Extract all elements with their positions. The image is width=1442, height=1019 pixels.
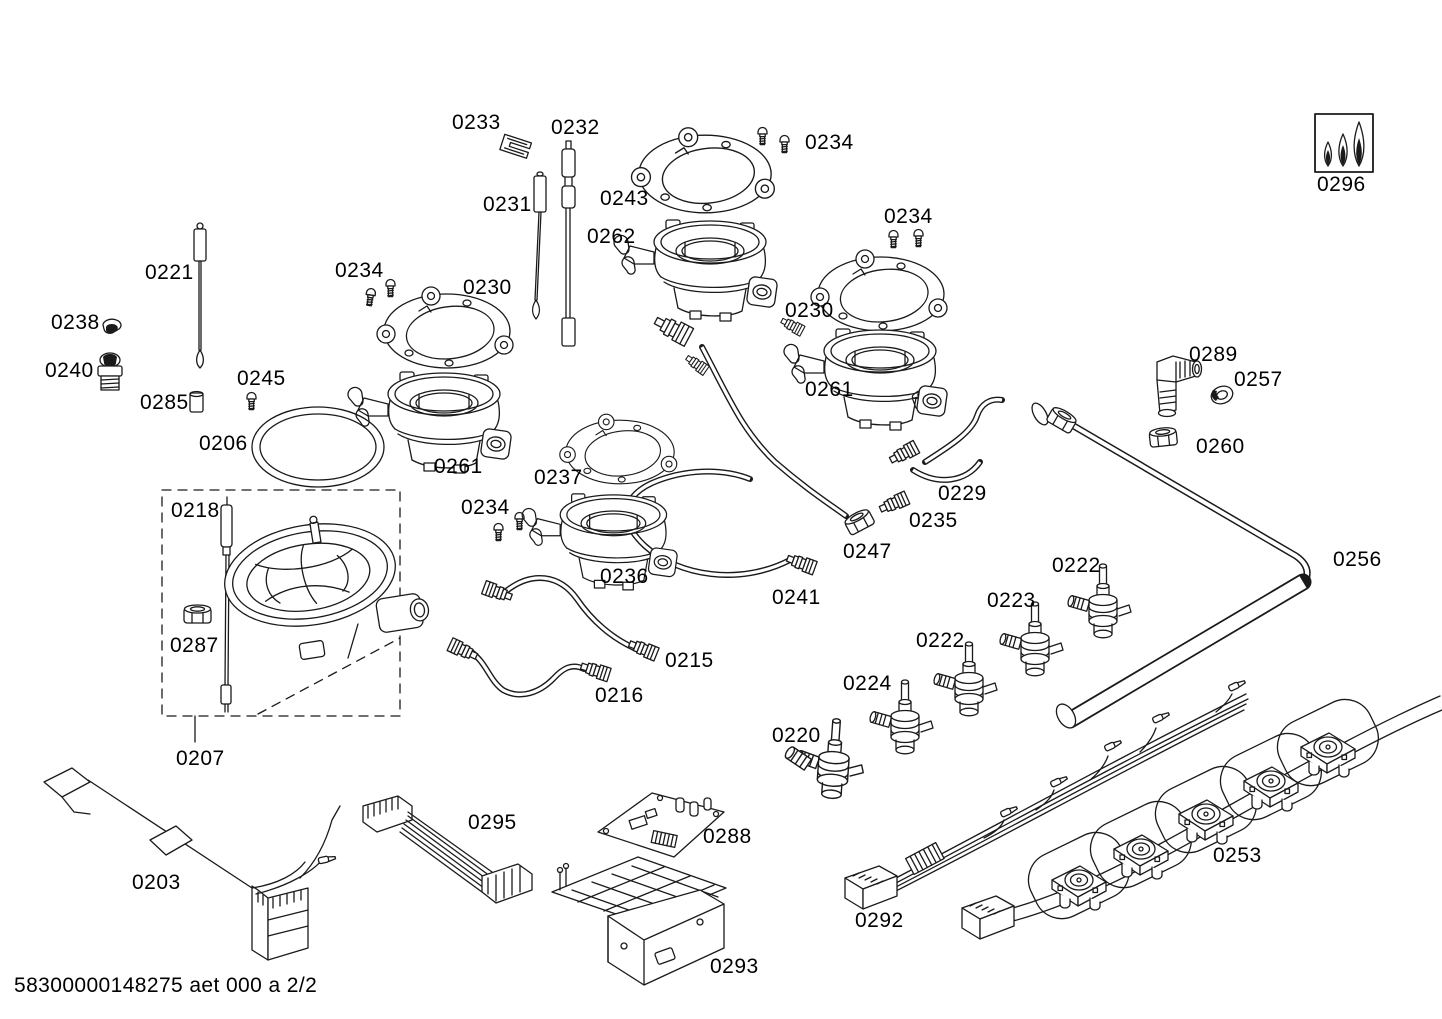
part-label-0233-0: 0233: [452, 111, 501, 134]
part-label-0207-39: 0207: [176, 747, 225, 770]
gas-pipes: [446, 314, 1312, 729]
part-label-0262-5: 0262: [587, 225, 636, 248]
part-label-0237-22: 0237: [534, 466, 583, 489]
service-kit-box-0207: [161, 489, 430, 743]
harness-0203: [43, 767, 341, 961]
part-label-0288-41: 0288: [703, 825, 752, 848]
part-label-0232-1: 0232: [551, 116, 600, 139]
part-label-0234-6: 0234: [884, 205, 933, 228]
clip-0233: [499, 133, 533, 159]
part-label-0260-20: 0260: [1196, 435, 1245, 458]
part-label-0218-25: 0218: [171, 499, 220, 522]
part-label-0229-23: 0229: [938, 482, 987, 505]
part-label-0230-11: 0230: [785, 299, 834, 322]
part-label-0231-3: 0231: [483, 193, 532, 216]
document-number: 58300000148275 aet 000 a 2/2: [14, 974, 318, 997]
pcb-0288: [597, 792, 725, 858]
part-label-0289-13: 0289: [1189, 343, 1238, 366]
sleeve-0285: [189, 390, 204, 413]
elbow-fitting-0289: [1156, 355, 1203, 418]
part-label-0245-16: 0245: [237, 367, 286, 390]
tray-0293: [551, 856, 727, 986]
static-line-art: [43, 113, 1442, 986]
part-label-0256-28: 0256: [1333, 548, 1382, 571]
part-label-0238-12: 0238: [51, 311, 100, 334]
part-label-0261-21: 0261: [434, 455, 483, 478]
part-label-0230-10: 0230: [463, 276, 512, 299]
part-label-0293-45: 0293: [710, 955, 759, 978]
part-label-0295-40: 0295: [468, 811, 517, 834]
injector-nozzle-0240: [97, 352, 123, 391]
part-label-0222-33: 0222: [916, 629, 965, 652]
part-label-0236-30: 0236: [600, 565, 649, 588]
part-label-0223-32: 0223: [987, 589, 1036, 612]
part-label-0285-17: 0285: [140, 391, 189, 414]
flame-intensity-icon: [1314, 113, 1374, 173]
part-label-0287-34: 0287: [170, 634, 219, 657]
part-label-0240-15: 0240: [45, 359, 94, 382]
part-label-0203-43: 0203: [132, 871, 181, 894]
clamp-0238: [102, 318, 122, 334]
injector-fitting: [653, 316, 695, 347]
part-label-0215-35: 0215: [665, 649, 714, 672]
part-label-0234-9: 0234: [335, 259, 384, 282]
oring-0206: [251, 406, 385, 488]
part-label-0234-24: 0234: [461, 496, 510, 519]
part-label-0261-18: 0261: [805, 378, 854, 401]
part-label-0292-44: 0292: [855, 909, 904, 932]
part-label-0222-29: 0222: [1052, 554, 1101, 577]
washer-0257: [1210, 385, 1234, 405]
electrode-0231: [531, 171, 547, 320]
ribbon-cable-0295: [362, 795, 533, 904]
part-label-0234-2: 0234: [805, 131, 854, 154]
electrode-0221: [193, 222, 207, 369]
wiring-harness-0292: [844, 678, 1249, 910]
part-label-0257-14: 0257: [1234, 368, 1283, 391]
part-label-0243-4: 0243: [600, 187, 649, 210]
part-label-0247-27: 0247: [843, 540, 892, 563]
part-label-0224-36: 0224: [843, 672, 892, 695]
part-label-0221-8: 0221: [145, 261, 194, 284]
part-label-0296-7: 0296: [1317, 173, 1366, 196]
part-label-0206-19: 0206: [199, 432, 248, 455]
thermocouple-0232: [561, 140, 576, 347]
valve-0220: [784, 715, 868, 802]
part-label-0253-42: 0253: [1213, 844, 1262, 867]
part-label-0241-31: 0241: [772, 586, 821, 609]
part-label-0220-38: 0220: [772, 724, 821, 747]
part-label-0216-37: 0216: [595, 684, 644, 707]
part-label-0235-26: 0235: [909, 509, 958, 532]
